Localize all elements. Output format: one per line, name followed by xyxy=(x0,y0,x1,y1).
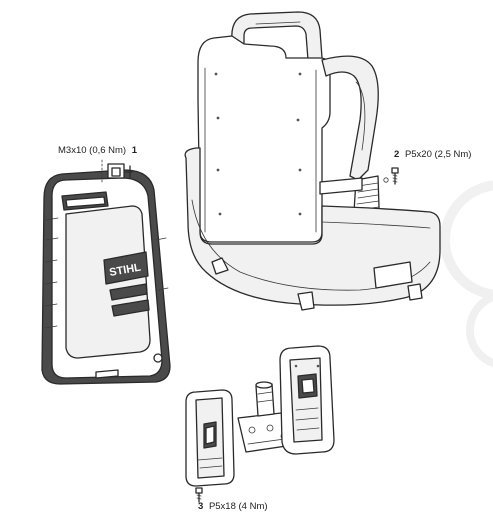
callout-2-number: 2 xyxy=(394,149,400,160)
callout-1-spec: M3x10 (0,6 Nm) xyxy=(58,145,127,156)
wall-mount-bracket-illustration xyxy=(185,345,335,487)
callout-screw-2: 2 P5x20 (2,5 Nm) xyxy=(394,150,471,160)
battery-pack-illustration: STIHL xyxy=(41,169,171,385)
screw-2-icon xyxy=(383,167,399,185)
watermark-graphic xyxy=(440,180,493,368)
screw-1-icon xyxy=(101,159,133,185)
screw-3-icon xyxy=(195,487,203,503)
callout-3-number: 3 xyxy=(198,501,204,512)
callout-screw-3: 3 P5x18 (4 Nm) xyxy=(198,502,268,512)
callout-screw-1: M3x10 (0,6 Nm) 1 xyxy=(58,146,137,156)
backpack-carrier-illustration xyxy=(184,11,441,311)
callout-3-spec: P5x18 (4 Nm) xyxy=(208,501,268,512)
callout-1-number: 1 xyxy=(131,145,138,156)
callout-2-spec: P5x20 (2,5 Nm) xyxy=(404,149,472,160)
battery-brand-logo: STIHL xyxy=(108,262,142,279)
